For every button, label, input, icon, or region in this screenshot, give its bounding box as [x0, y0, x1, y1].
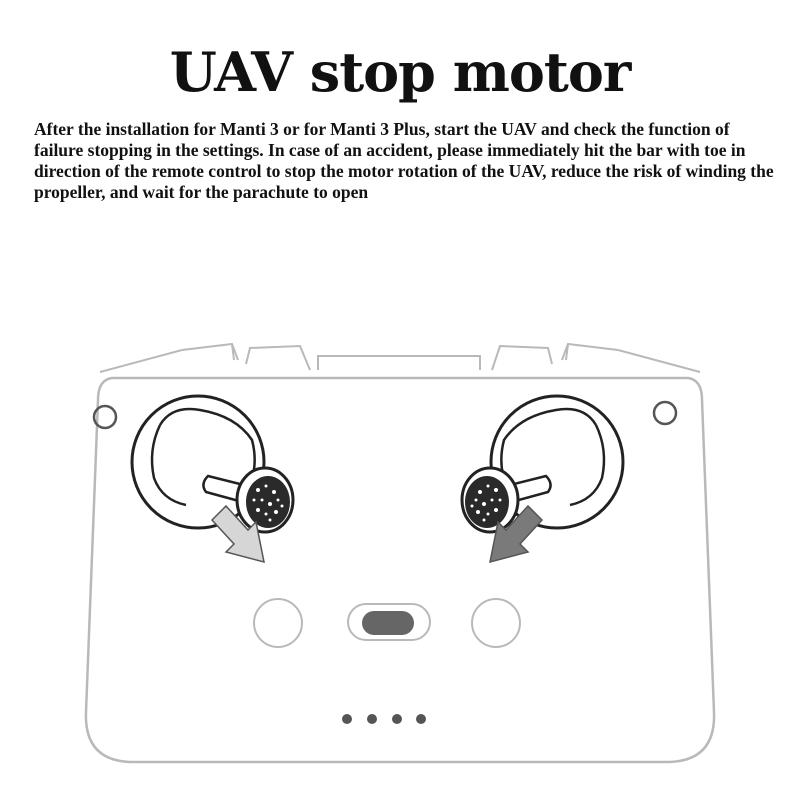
left-function-button [253, 598, 303, 648]
screw-hole-left [92, 404, 118, 430]
mode-switch [347, 603, 431, 641]
status-indicator-dots [342, 714, 426, 724]
status-dot [367, 714, 377, 724]
screw-hole-right [652, 400, 678, 426]
right-stick [460, 394, 625, 534]
controller-top-bumpers [99, 342, 701, 373]
left-arrow-icon [210, 504, 265, 564]
right-function-button [471, 598, 521, 648]
page-title: UAV stop motor [169, 40, 632, 104]
status-dot [342, 714, 352, 724]
instruction-text: After the installation for Manti 3 or fo… [34, 119, 774, 202]
left-stick [130, 394, 295, 534]
right-arrow-icon [489, 504, 544, 564]
status-dot [416, 714, 426, 724]
status-dot [392, 714, 402, 724]
